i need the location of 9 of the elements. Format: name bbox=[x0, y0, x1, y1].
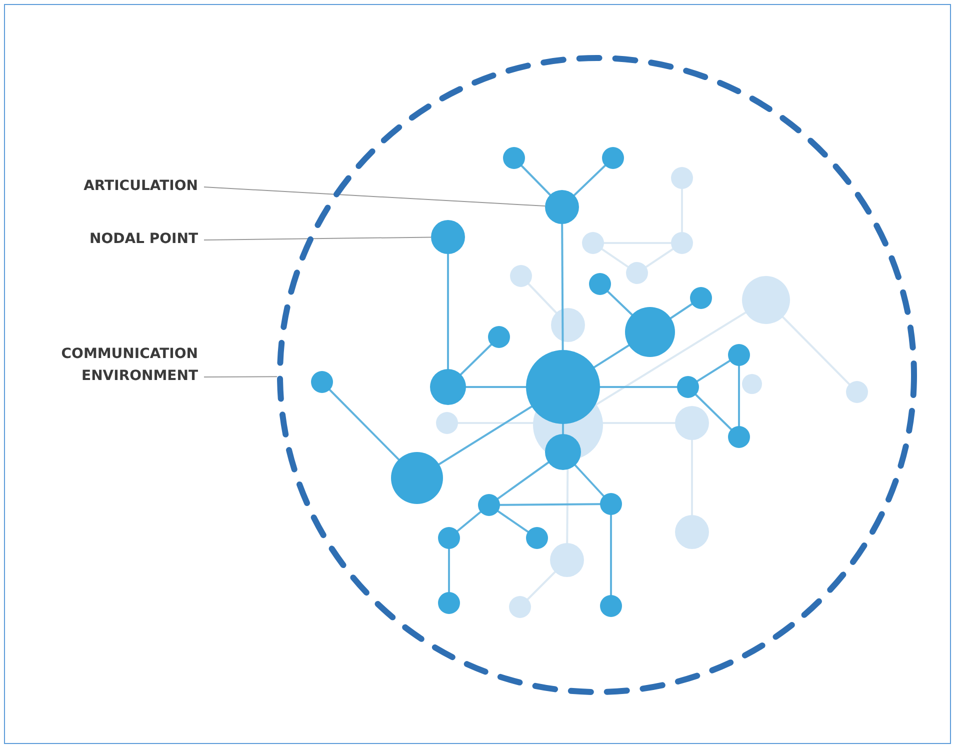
leader-line bbox=[204, 376, 278, 378]
callout-label: ARTICULATION bbox=[40, 175, 198, 197]
leader-line bbox=[204, 236, 432, 240]
node-circle bbox=[431, 220, 465, 254]
dashed-circle bbox=[277, 55, 917, 695]
callout-label: NODAL POINT bbox=[40, 228, 198, 250]
callout-label: COMMUNICATION ENVIRONMENT bbox=[20, 343, 198, 387]
node-circle bbox=[545, 190, 579, 224]
leader-line bbox=[204, 186, 546, 207]
